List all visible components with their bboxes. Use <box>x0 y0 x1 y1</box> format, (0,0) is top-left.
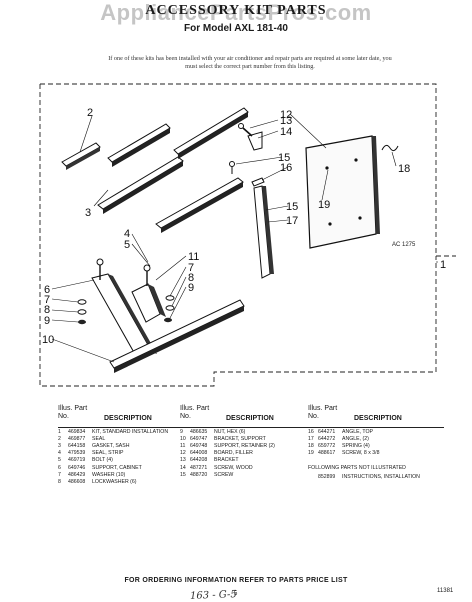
ordering-info: FOR ORDERING INFORMATION REFER TO PARTS … <box>124 577 348 584</box>
callout-14: 14 <box>280 126 292 138</box>
bolt-part <box>96 258 151 286</box>
diagram-ref-code: AC 1275 <box>392 242 416 248</box>
callout-5: 5 <box>124 239 130 251</box>
page-number: 5 <box>234 591 238 597</box>
description-header: DESCRIPTION <box>226 415 274 422</box>
cabinet-support-part <box>91 273 166 357</box>
seal-strip-right <box>173 107 249 159</box>
kit-outline <box>40 83 456 257</box>
callout-9b: 9 <box>188 282 194 294</box>
callout-7: 7 <box>44 294 50 306</box>
callout-3: 3 <box>85 207 91 219</box>
callout-19: 19 <box>318 199 330 211</box>
callout-13: 13 <box>280 115 292 127</box>
callout-15b: 15 <box>286 201 298 213</box>
callout-6: 6 <box>44 284 50 296</box>
no-header: No. <box>58 413 69 420</box>
illus-header: Illus. <box>180 405 195 412</box>
model-subtitle: For Model AXL 181-40 <box>184 23 288 34</box>
illus-header: Illus. <box>308 405 323 412</box>
seal-strip-upper <box>107 123 171 167</box>
seal-strip-lower <box>155 177 244 233</box>
no-header: No. <box>308 413 319 420</box>
callout-8b: 8 <box>188 272 194 284</box>
callout-16: 16 <box>280 162 292 174</box>
callout-9: 9 <box>44 315 50 327</box>
intro-text: If one of these kits has been installed … <box>108 55 392 70</box>
kit-outline-bottom <box>39 84 437 387</box>
callout-15: 15 <box>278 152 290 164</box>
support-bracket-part <box>109 299 245 373</box>
seal-strip-part <box>61 142 101 170</box>
watermark: AppliancePartsPros.com <box>100 0 372 25</box>
description-header: DESCRIPTION <box>104 415 152 422</box>
part-header: Part <box>324 405 338 412</box>
angle-part <box>253 185 274 279</box>
top-angle-part <box>251 177 265 187</box>
callout-11: 11 <box>188 251 199 263</box>
sash-gasket-part <box>97 156 184 214</box>
page-title: ACCESSORY KIT PARTS <box>145 3 327 18</box>
callout-18: 18 <box>398 163 410 175</box>
callout-17: 17 <box>286 215 298 227</box>
callout-2: 2 <box>87 107 93 119</box>
callout-1: 1 <box>440 259 446 271</box>
callout-12: 12 <box>280 109 292 121</box>
not-illustrated-heading: FOLLOWING PARTS NOT ILLUSTRATED <box>308 464 406 471</box>
bracket-part <box>238 123 263 151</box>
callout-8: 8 <box>44 304 50 316</box>
part-header: Part <box>196 405 210 412</box>
callout-10: 10 <box>42 334 54 346</box>
callout-4: 4 <box>124 228 130 240</box>
document-code: 11381 <box>437 588 454 594</box>
exploded-parts-diagram: 1 2 3 4 5 6 7 8 9 10 11 7 8 9 12 13 14 1… <box>39 83 456 387</box>
description-header: DESCRIPTION <box>354 415 402 422</box>
screw-part <box>229 161 235 167</box>
filler-board-part <box>305 135 380 249</box>
no-header: No. <box>180 413 191 420</box>
callout-7b: 7 <box>188 262 194 274</box>
leader-lines <box>51 113 438 363</box>
illus-header: Illus. <box>58 405 73 412</box>
part-header: Part <box>74 405 88 412</box>
spring-part <box>381 144 399 152</box>
